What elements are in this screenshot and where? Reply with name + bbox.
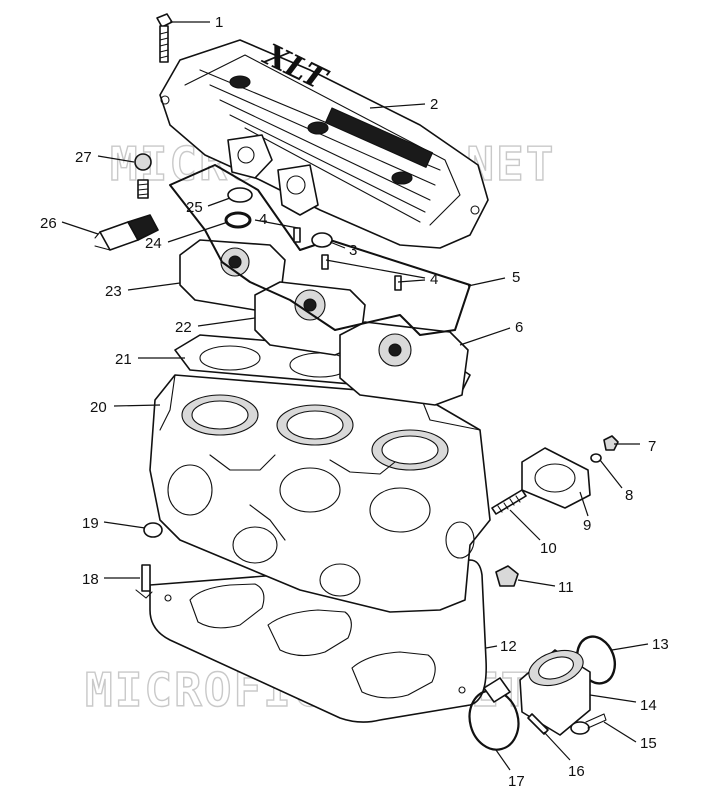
callout-19: 19: [82, 515, 99, 532]
callout-26: 26: [40, 215, 57, 232]
cover-bolt: [156, 13, 173, 63]
cap-nut: [134, 153, 152, 199]
callout-10: 10: [540, 540, 557, 557]
water-outlet: [227, 134, 319, 216]
snap-ring: [224, 211, 252, 229]
callout-22: 22: [175, 319, 192, 336]
intake-socket: [519, 649, 591, 736]
cover-o-ring: [169, 164, 471, 336]
block-nut: [495, 565, 519, 587]
flange-nut: [603, 435, 619, 451]
hose-clamp: [468, 677, 520, 751]
exhaust-stud: [491, 489, 527, 515]
flange-washer: [590, 453, 602, 463]
cylinder-head-right: [339, 321, 469, 406]
clamp-screw: [527, 713, 549, 735]
block-plug: [143, 522, 163, 538]
callout-4a: 4: [259, 211, 267, 228]
dowel-pin-b: [321, 254, 329, 270]
dowel-pin-a: [293, 227, 301, 243]
callout-labels: 1 2 3 4 4 5 6 7 8 9 10 11 12 13 14 15 16…: [40, 14, 669, 790]
callout-13: 13: [652, 636, 669, 653]
callout-18: 18: [82, 571, 99, 588]
callout-1: 1: [215, 14, 223, 31]
callout-25: 25: [186, 199, 203, 216]
callout-9: 9: [583, 517, 591, 534]
callout-5: 5: [512, 269, 520, 286]
callout-7: 7: [648, 438, 656, 455]
callout-12: 12: [500, 638, 517, 655]
callout-2: 2: [430, 96, 438, 113]
cylinder-block: [149, 374, 491, 613]
callout-14: 14: [640, 697, 657, 714]
callout-27: 27: [75, 149, 92, 166]
exhaust-flange: [521, 447, 591, 509]
cylinder-head-center: [254, 281, 366, 356]
callout-6: 6: [515, 319, 523, 336]
callout-4b: 4: [430, 271, 438, 288]
callout-3: 3: [349, 242, 357, 259]
temperature-sensor: [94, 214, 159, 251]
callout-8: 8: [625, 487, 633, 504]
callout-23: 23: [105, 283, 122, 300]
callout-15: 15: [640, 735, 657, 752]
drain-valve: [135, 564, 153, 599]
sleeve: [311, 232, 333, 248]
callout-11: 11: [558, 579, 574, 596]
callout-21: 21: [115, 351, 132, 368]
head-cover: XLT: [159, 37, 489, 249]
sealing-washer: [227, 187, 253, 203]
socket-screw: [570, 713, 607, 735]
dowel-pin-c: [394, 275, 402, 291]
leader-lines: [61, 21, 649, 771]
callout-20: 20: [90, 399, 107, 416]
callout-17: 17: [508, 773, 525, 790]
callout-16: 16: [568, 763, 585, 780]
callout-24: 24: [145, 235, 162, 252]
